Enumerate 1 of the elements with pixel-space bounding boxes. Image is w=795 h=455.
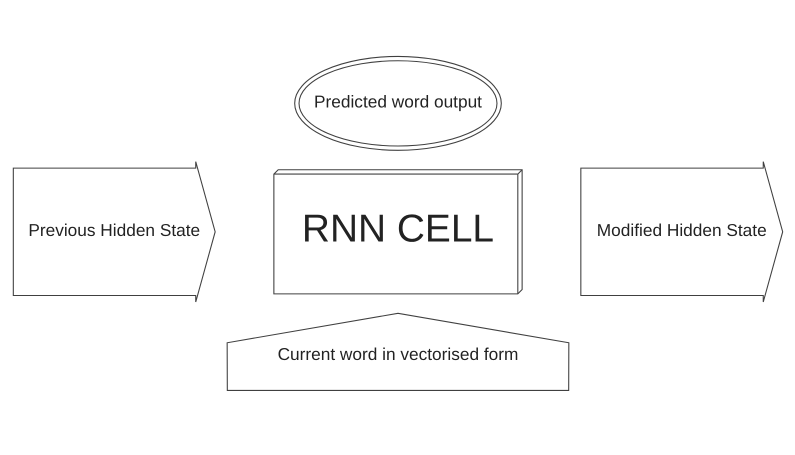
- node-ellipse: Predicted word output: [294, 56, 502, 151]
